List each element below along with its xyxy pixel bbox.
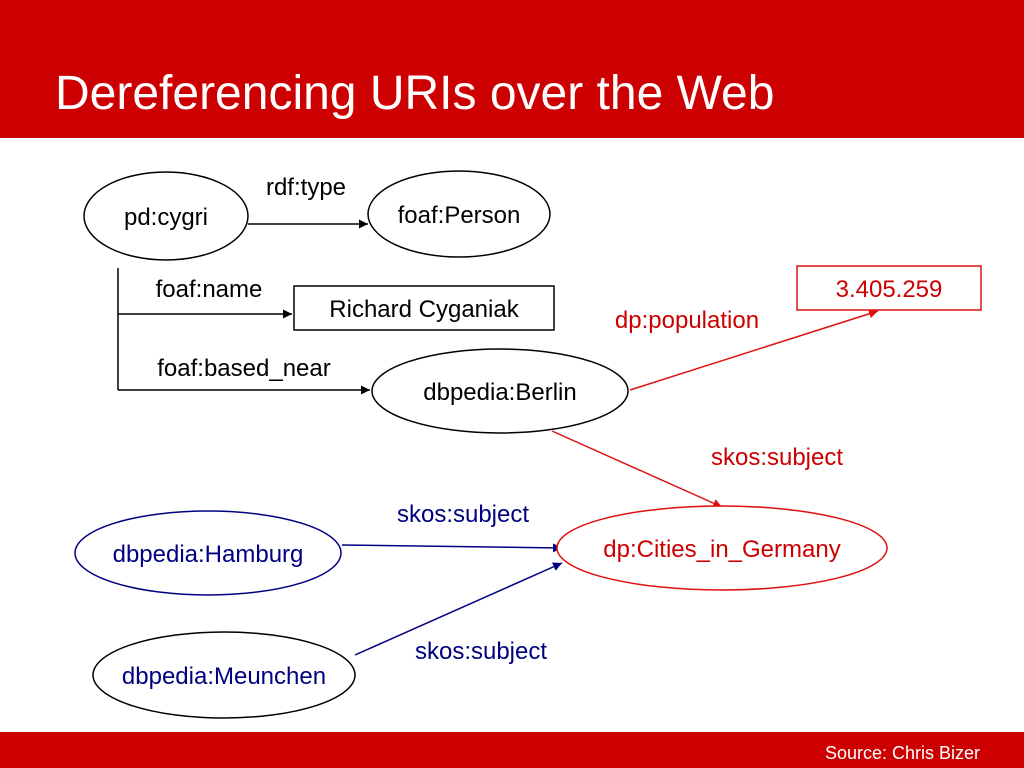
header-bar: Dereferencing URIs over the Web	[0, 0, 1024, 138]
node-dbpedia-hamburg-ellipse	[74, 510, 342, 596]
edge-rdf-type-label: rdf:type	[266, 174, 346, 201]
node-pd-cygri-label: pd:cygri	[124, 204, 208, 231]
node-richard-cyganiak-label: Richard Cyganiak	[329, 296, 519, 323]
node-foaf-person-ellipse	[367, 170, 551, 258]
edge-skos-subject-berlin-label: skos:subject	[711, 444, 843, 471]
node-foaf-person-label: foaf:Person	[398, 202, 521, 229]
node-richard-cyganiak-box	[293, 285, 555, 331]
edge-skos-subject-hamburg-label: skos:subject	[397, 501, 529, 528]
node-dbpedia-berlin-label: dbpedia:Berlin	[423, 379, 576, 406]
node-cities-in-germany-label: dp:Cities_in_Germany	[603, 536, 840, 563]
edge-skos-subject-berlin-line	[551, 430, 723, 508]
edge-dp-population-line	[629, 309, 879, 391]
edge-dp-population-label: dp:population	[615, 307, 759, 334]
source-credit: Source: Chris Bizer	[824, 743, 980, 763]
edge-skos-subject-hamburg-line	[341, 543, 563, 553]
edge-foaf-based-near-label: foaf:based_near	[157, 355, 330, 382]
node-dbpedia-berlin-ellipse	[371, 348, 629, 434]
node-pd-cygri-ellipse	[83, 171, 249, 261]
node-cities-in-germany-ellipse	[556, 505, 888, 591]
edge-skos-subject-meunchen-label: skos:subject	[415, 638, 547, 665]
slide-title: Dereferencing URIs over the Web	[55, 67, 775, 120]
footer-bar: Source: Chris Bizer	[0, 732, 1024, 768]
node-dbpedia-hamburg-label: dbpedia:Hamburg	[113, 541, 304, 568]
edge-skos-subject-meunchen-line	[354, 562, 563, 656]
node-population-value-box	[796, 265, 982, 311]
node-population-value-label: 3.405.259	[836, 276, 943, 303]
node-dbpedia-meunchen-label: dbpedia:Meunchen	[122, 663, 326, 690]
edge-foaf-name-label: foaf:name	[156, 276, 263, 303]
node-dbpedia-meunchen-ellipse	[92, 631, 356, 719]
